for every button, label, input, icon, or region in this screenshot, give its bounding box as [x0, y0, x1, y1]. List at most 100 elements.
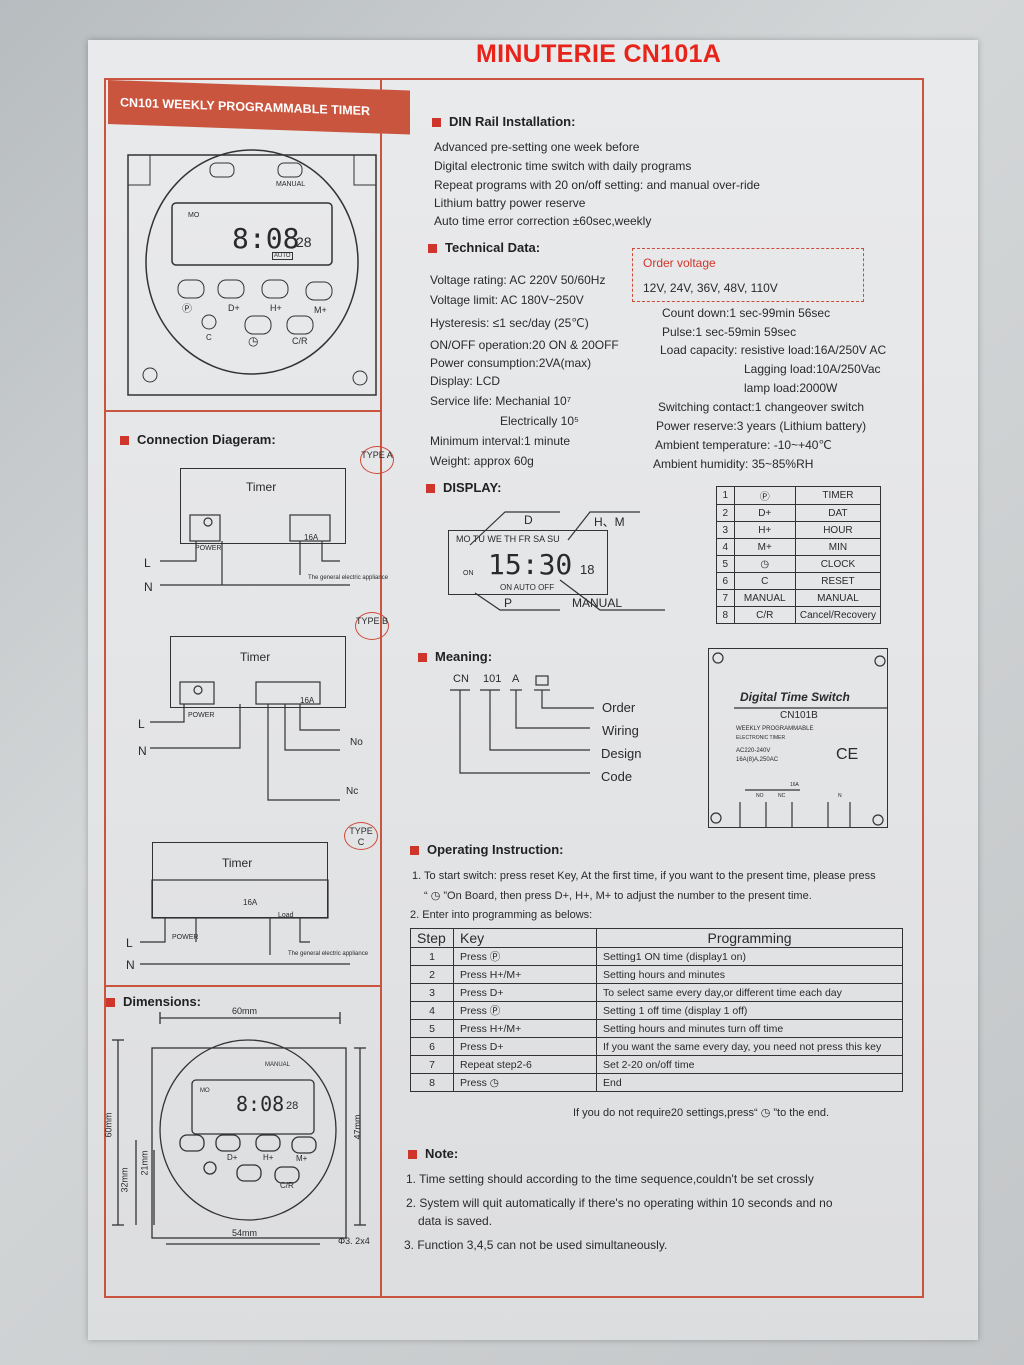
- tech-left-line: Display: LCD: [430, 374, 501, 388]
- timer-label-a: Timer: [246, 480, 277, 494]
- lcd-time: 8:08: [232, 222, 300, 255]
- meaning-label-code: Code: [601, 769, 633, 784]
- key-table-cell: 3: [716, 521, 735, 539]
- type-c-badge: TYPE C: [344, 822, 378, 850]
- amp-label-b: 16A: [300, 696, 315, 705]
- display-label-d: D: [524, 513, 533, 527]
- dim-height-21: 21mm: [139, 1150, 150, 1176]
- order-voltage-box: [632, 248, 864, 302]
- key-table-cell: MANUAL: [794, 589, 882, 607]
- key-table-cell: 2: [716, 504, 735, 522]
- dim-day-label: MO: [200, 1088, 210, 1094]
- dim-width-60: 60mm: [232, 1006, 258, 1016]
- hplus-label: H+: [270, 303, 282, 313]
- display-on-auto-off: ON AUTO OFF: [500, 583, 555, 592]
- operating-after: If you do not require20 settings,press“ …: [573, 1107, 830, 1119]
- label-card-line1: WEEKLY PROGRAMMABLE: [736, 726, 814, 732]
- order-voltage-label: Order voltage: [643, 256, 716, 270]
- tech-left-line: ON/OFF operation:20 ON & 20OFF: [430, 338, 619, 352]
- key-table-cell: ◷: [733, 555, 796, 573]
- meaning-label-design: Design: [601, 746, 642, 761]
- display-seconds: 18: [580, 562, 595, 577]
- programming-cell: Press Ⓟ: [453, 1001, 597, 1020]
- label-card-amp: 16A: [790, 782, 799, 788]
- meaning-part-cn: CN: [453, 673, 469, 685]
- p-key-icon: Ⓟ: [182, 304, 192, 315]
- programming-cell: 2: [410, 965, 454, 984]
- type-a-badge: TYPE A: [360, 446, 394, 474]
- label-card-nc: NC: [778, 793, 786, 799]
- dim-manual-label: MANUAL: [265, 1062, 291, 1068]
- dim-cr-label: C/R: [280, 1181, 294, 1190]
- timer-label-b: Timer: [240, 650, 271, 664]
- operating-heading: Operating Instruction:: [410, 842, 564, 857]
- dim-height-60: 60mm: [103, 1112, 114, 1138]
- key-table-cell: 1: [716, 486, 735, 505]
- mplus-label: M+: [314, 305, 327, 315]
- display-time: 15:30: [488, 548, 573, 581]
- key-table-cell: 6: [716, 572, 735, 590]
- operating-step1a: 1. To start switch: press reset Key, At …: [412, 870, 876, 882]
- amp-label-c: 16A: [243, 898, 258, 907]
- dim-lcd-seconds: 28: [286, 1100, 299, 1112]
- key-table-cell: D+: [733, 504, 796, 522]
- note-heading: Note:: [408, 1146, 458, 1161]
- label-card-n: N: [838, 793, 842, 799]
- label-card-no: NO: [756, 793, 764, 799]
- tech-right-line: Power reserve:3 years (Lithium battery): [656, 419, 867, 433]
- lcd-display: [448, 530, 608, 595]
- key-table-row: 5◷CLOCK: [716, 555, 882, 573]
- day-label: MO: [188, 212, 200, 219]
- n-label-c: N: [126, 958, 135, 972]
- tech-left-line: Electrically 10⁵: [500, 414, 580, 428]
- programming-cell: 8: [410, 1073, 454, 1092]
- programming-cell: Press H+/M+: [453, 965, 597, 984]
- wiring-lines: [140, 514, 350, 965]
- power-label-a: POWER: [195, 545, 222, 552]
- programming-cell: Press Ⓟ: [453, 947, 597, 966]
- tech-left-line: Hysteresis: ≤1 sec/day (25℃): [430, 316, 589, 330]
- din-line: Repeat programs with 20 on/off setting: …: [434, 178, 760, 192]
- manual-label: MANUAL: [276, 181, 306, 188]
- dim-hplus-label: H+: [263, 1153, 274, 1162]
- key-table-cell: 7: [716, 589, 735, 607]
- display-days: MO TU WE TH FR SA SU: [456, 534, 560, 544]
- column-divider: [380, 78, 382, 1298]
- l-label-a: L: [144, 556, 151, 570]
- n-label-a: N: [144, 580, 153, 594]
- tech-left-line: Minimum interval:1 minute: [430, 434, 571, 448]
- display-label-manual: MANUAL: [572, 596, 623, 610]
- key-table-cell: C: [733, 572, 796, 590]
- divider-dimensions: [104, 985, 380, 987]
- display-label-hm: H、M: [594, 515, 625, 529]
- tech-right-line: Load capacity: resistive load:16A/250V A…: [660, 343, 887, 357]
- note-line: 1. Time setting should according to the …: [406, 1172, 814, 1186]
- header-step: Step: [410, 928, 454, 948]
- key-table-cell: MIN: [794, 538, 882, 556]
- timer-label-c: Timer: [222, 856, 253, 870]
- dim-dplus-label: D+: [227, 1153, 238, 1162]
- programming-cell: Press ◷: [453, 1073, 597, 1092]
- note-line: 2. System will quit automatically if the…: [406, 1196, 833, 1210]
- programming-cell: Setting1 ON time (display1 on): [596, 947, 903, 966]
- c-label: C: [206, 333, 212, 342]
- load-label: Load: [278, 912, 294, 919]
- appliance-label-a: The general electric appliance: [308, 575, 389, 581]
- key-table-cell: MANUAL: [733, 589, 796, 607]
- programming-cell: Repeat step2-6: [453, 1055, 597, 1074]
- note-line: 3. Function 3,4,5 can not be used simult…: [404, 1238, 668, 1252]
- document-title: MINUTERIE CN101A: [476, 40, 722, 68]
- meaning-label-order: Order: [602, 700, 636, 715]
- appliance-label-c: The general electric appliance: [288, 951, 369, 957]
- header-key: Key: [453, 928, 597, 948]
- tech-right-line: lamp load:2000W: [744, 381, 838, 395]
- meaning-label-wiring: Wiring: [602, 723, 639, 738]
